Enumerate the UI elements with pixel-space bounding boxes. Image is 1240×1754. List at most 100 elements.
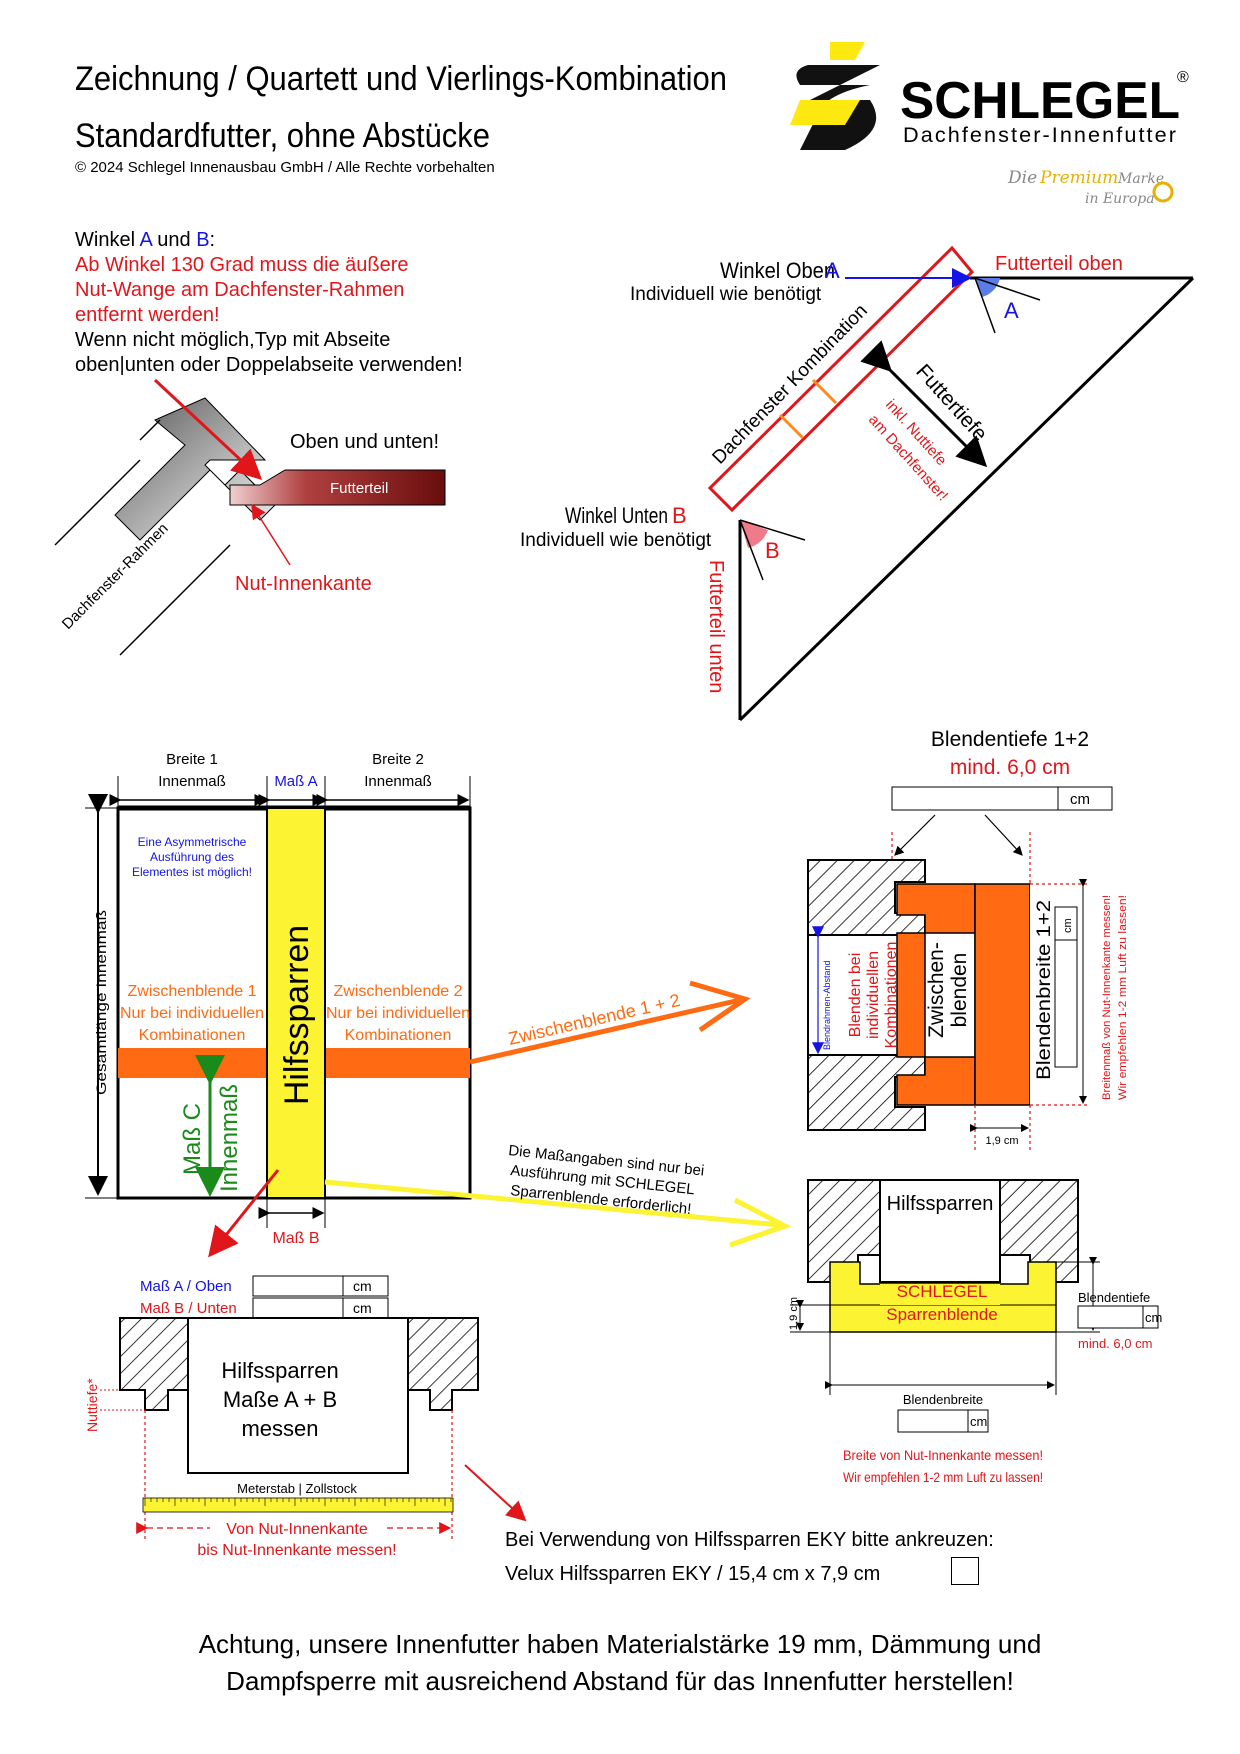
oben-unten-label: Oben und unten! [290,431,439,453]
hilfssparren-label: Hilfssparren [278,925,316,1105]
nuttiefe-label: Nuttiefe* [84,1378,100,1432]
eky-checkbox[interactable] [951,1557,979,1585]
sparren-sparrenblende: Sparrenblende [886,1305,998,1324]
sparren-detail: Die Maßangaben sind nur bei Ausführung m… [508,1142,1163,1485]
hilfs-body-3: messen [241,1416,318,1441]
angles-heading: Winkel A und B: [75,229,215,251]
sparren-hilfssparren-label: Hilfssparren [887,1193,994,1215]
zb2-label-3: Kombinationen [345,1027,452,1044]
angles-warning-3: entfernt werden! [75,304,220,326]
copyright-text: © 2024 Schlegel Innenausbau GmbH / Alle … [75,159,495,176]
sparren-blendenbreite-cm: cm [970,1414,987,1429]
blende-dim-19: 1,9 cm [985,1135,1018,1147]
winkel-oben-letter: A [825,258,840,283]
logo-s-shape [830,42,865,60]
breitenmass-note-2: Wir empfehlen 1-2 mm Luft zu lassen! [1117,895,1129,1100]
sparren-mind: mind. 6,0 cm [1078,1336,1152,1351]
angle-b-arc [740,520,768,548]
ruler-ticks [144,1498,452,1506]
futtertiefe-arrow [860,340,988,468]
hilfs-detail-arrow [208,1169,280,1258]
winkel-unten-label: Winkel Unten [565,503,668,528]
angle-b-label: B [765,538,780,563]
zb1-label-1: Zwischenblende 1 [128,983,257,1000]
angles-info-2: oben|unten oder Doppelabseite verwenden! [75,354,463,376]
hilfs-body-2: Maße A + B [223,1387,337,1412]
sparren-blendentiefe-input[interactable] [1079,1307,1142,1327]
slogan-marke: Marke [1117,171,1164,187]
blendentiefe-input[interactable] [893,788,1057,809]
meterstab-label: Meterstab | Zollstock [237,1481,357,1496]
sparren-breite-note-1: Breite von Nut-Innenkante messen! [843,1447,1043,1463]
hilfs-right-wall [407,1317,479,1411]
mass-b-label: Maß B [272,1230,319,1247]
blende-detail: Blendentiefe 1+2 mind. 6,0 cm cm Zwische… [807,728,1129,1150]
blendenbreite-label: Blendenbreite 1+2 [1034,900,1055,1080]
angle-a-label: A [1004,298,1019,323]
nut-innenkante-arrow [251,503,291,566]
rahmen-label: Dachfenster-Rahmen [59,520,172,633]
blendentiefe-title: Blendentiefe 1+2 [931,728,1089,751]
zwischenblenden-1: Zwischen- [925,942,948,1038]
winkel-oben-individuell: Individuell wie benötigt [630,284,822,305]
zb-arrow-body [469,997,741,1065]
mass-a-input[interactable] [254,1277,342,1295]
blendenbreite-input[interactable] [1056,941,1076,1066]
slogan-europa: in Europa [1085,191,1155,207]
mass-a-cm: cm [353,1278,372,1294]
angles-warning-2: Nut-Wange am Dachfenster-Rahmen [75,279,404,301]
blendenbreite-cm: cm [1062,918,1074,933]
breitenmass-note-1: Breitenmaß von Nut-Innenkante messen! [1101,895,1113,1100]
futterteil-bar [229,469,446,506]
angles-warning-1: Ab Winkel 130 Grad muss die äußere [75,254,409,276]
mass-c-label: Maß C [179,1103,206,1175]
mass-b-unten-label: Maß B / Unten [140,1300,237,1317]
mass-b-input[interactable] [254,1299,342,1317]
footer-line2: Dampfsperre mit ausreichend Abstand für … [226,1666,1014,1696]
mass-b-cm: cm [353,1300,372,1316]
zb2-label-2: Nur bei individuellen [326,1005,470,1022]
gesamtlaenge-label: Gesamtlänge Innenmaß [93,910,109,1095]
footer-line1: Achtung, unsere Innenfutter haben Materi… [199,1629,1042,1659]
asym-note-3: Elementes ist möglich! [132,865,252,879]
eky-line2: Velux Hilfssparren EKY / 15,4 cm x 7,9 c… [505,1563,880,1585]
hilfs-left-wall [119,1317,189,1411]
angles-info-1: Wenn nicht möglich,Typ mit Abseite [75,329,390,351]
frame-profile [114,397,276,541]
zwischenblenden-2: blenden [948,953,971,1028]
sparren-blendenbreite-input[interactable] [899,1411,967,1431]
winkel-oben-label: Winkel Oben [720,258,835,283]
eky-line1: Bei Verwendung von Hilfssparren EKY bitt… [505,1529,994,1551]
blenden-bei-3: Kombinationen [883,942,900,1049]
sparren-blendentiefe-cm: cm [1145,1310,1162,1325]
zb1-label-3: Kombinationen [139,1027,246,1044]
hilfs-detail: Maß A / Oben Maß B / Unten cm cm Hilfssp… [84,1275,527,1559]
blendentiefe-cm: cm [1070,791,1090,808]
schlegel-logo: SCHLEGEL ® Dachfenster-Innenfutter Die P… [790,42,1189,207]
futterteil-label: Futterteil [330,480,388,497]
blendenbreite-plate [974,883,1031,1106]
hilfs-body [187,1317,409,1474]
sparren-schlegel: SCHLEGEL [897,1282,988,1301]
angle-a-arc [975,278,1000,297]
hilfssparren-bar [266,807,326,1199]
logo-subtitle: Dachfenster-Innenfutter [903,124,1178,147]
mass-c-innenmass: Innenmaß [216,1084,243,1192]
logo-registered: ® [1177,69,1189,86]
sparren-arrow-body [324,1179,781,1228]
warning-arrow [153,378,263,481]
mass-a-oben-label: Maß A / Oben [140,1278,232,1295]
sparren-dim-19: 1,9 cm [788,1297,800,1330]
winkel-unten-individuell: Individuell wie benötigt [520,530,712,551]
zb1-label-2: Nur bei individuellen [120,1005,264,1022]
page-title-line1: Zeichnung / Quartett und Vierlings-Kombi… [75,60,727,98]
futterteil-unten-label: Futterteil unten [705,560,727,693]
meterstab [142,1497,454,1513]
blendentiefe-mind: mind. 6,0 cm [950,756,1070,779]
slogan-die: Die [1007,168,1037,188]
breite2-label-1: Breite 2 [372,751,424,768]
futterteil-oben-label: Futterteil oben [995,253,1123,275]
sparren-blendenbreite-label: Blendenbreite [903,1392,983,1407]
blenden-bei-1: Blenden bei [847,953,864,1038]
